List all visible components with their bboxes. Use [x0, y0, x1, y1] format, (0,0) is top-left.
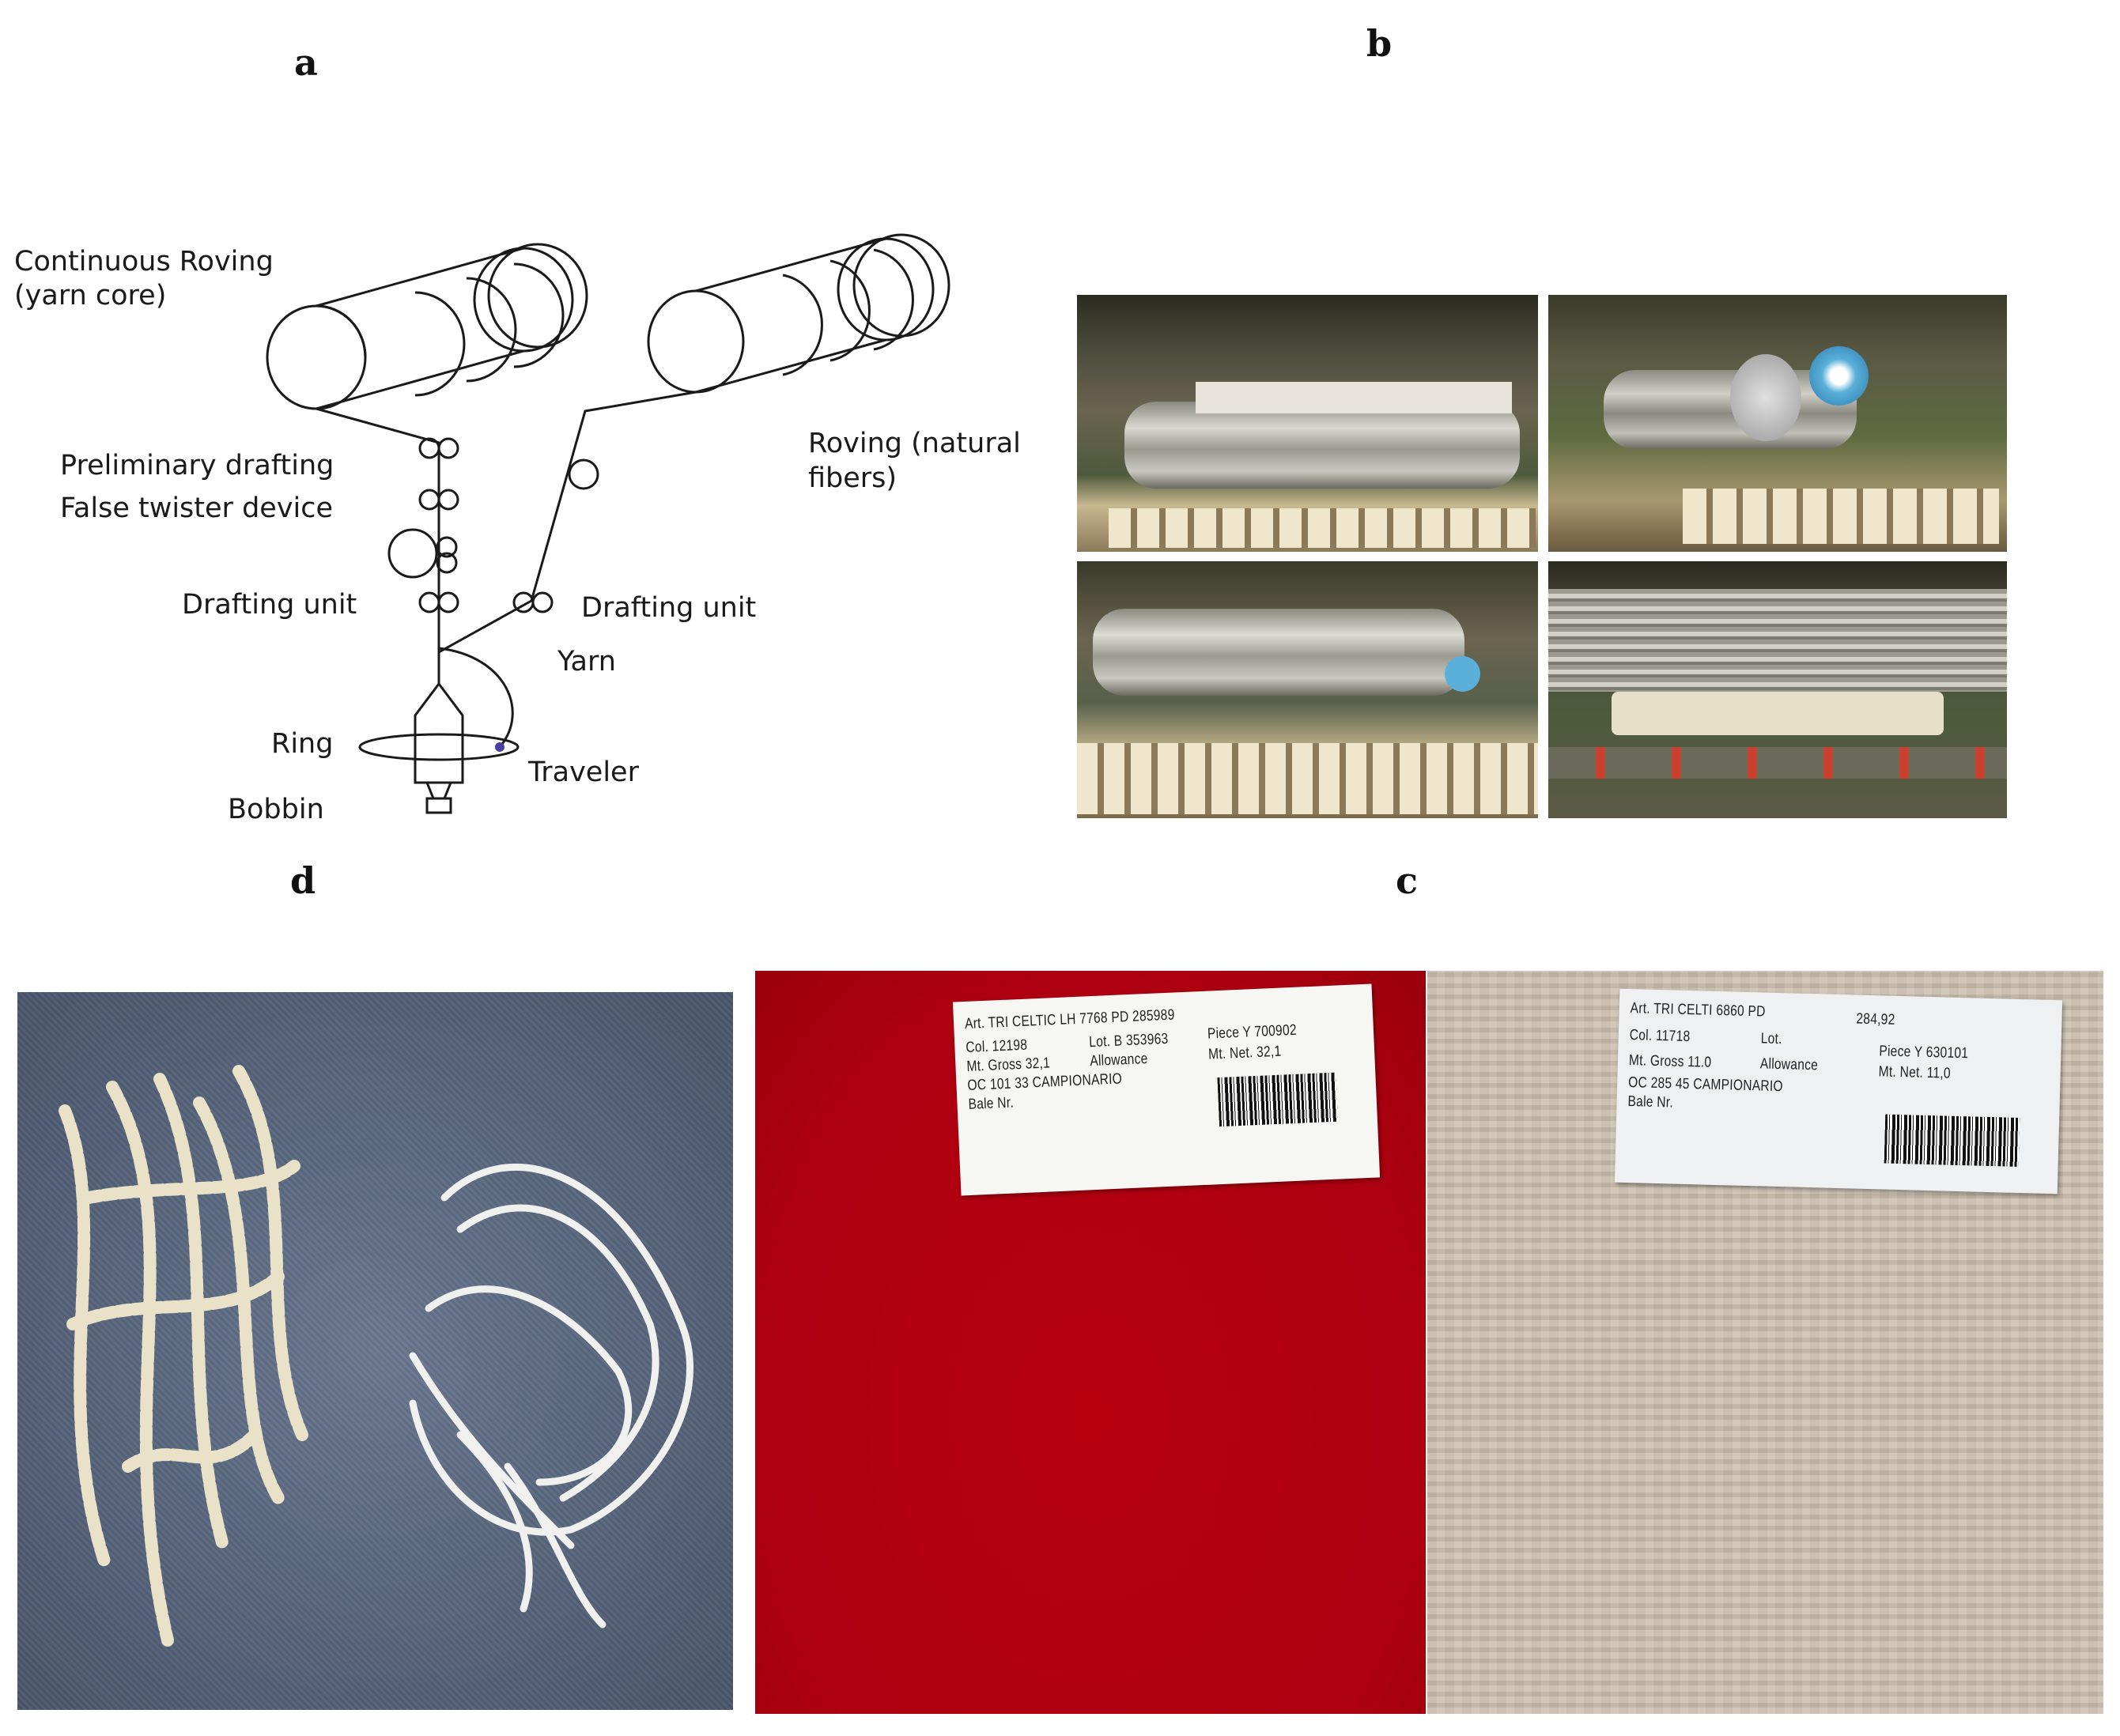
red-fabric-label: Art. TRI CELTIC LH 7768 PD 285989 Col. 1…	[952, 983, 1381, 1196]
label-yarn: Yarn	[557, 646, 616, 677]
beige-fabric-label: Art. TRI CELTI 6860 PD 284,92 Col. 11718…	[1614, 988, 2063, 1194]
machine-photo-2	[1548, 295, 2007, 552]
label-roving-natural-2: fibers)	[808, 462, 897, 494]
red-label-article: Art. TRI CELTIC LH 7768 PD 285989	[964, 1006, 1175, 1033]
panel-letter-b: b	[1366, 22, 1393, 65]
continuous-roving-cylinder	[266, 243, 588, 410]
machine-photo-4	[1548, 561, 2007, 818]
natural-roving-cylinder	[647, 233, 950, 394]
beige-label-piece: Piece Y 630101	[1879, 1043, 1969, 1062]
red-label-piece: Piece Y 700902	[1207, 1021, 1298, 1043]
panel-letter-c: c	[1396, 859, 1419, 902]
red-label-bale: Bale Nr.	[968, 1094, 1015, 1113]
red-label-net: Mt. Net. 32,1	[1207, 1043, 1282, 1063]
beige-label-net: Mt. Net. 11,0	[1878, 1063, 1952, 1082]
beige-fabric-photo: Art. TRI CELTI 6860 PD 284,92 Col. 11718…	[1427, 971, 2103, 1714]
panel-letter-d: d	[290, 859, 316, 902]
beige-label-oc: OC 285 45 CAMPIONARIO	[1627, 1074, 1784, 1096]
red-label-lot: Lot. B 353963	[1088, 1030, 1169, 1051]
label-traveler: Traveler	[527, 757, 640, 788]
panel-letter-a: a	[294, 41, 318, 84]
beige-label-lot: Lot.	[1760, 1030, 1782, 1048]
machine-photo-1	[1077, 295, 1538, 552]
label-false-twister: False twister device	[60, 492, 333, 524]
core-spinning-diagram: Continuous Roving (yarn core) Preliminar…	[14, 233, 1021, 825]
label-preliminary-drafting: Preliminary drafting	[60, 450, 334, 481]
label-yarn-core: (yarn core)	[14, 280, 166, 311]
machine-photo-3	[1077, 561, 1538, 818]
yarn-samples-photo	[17, 992, 733, 1710]
beige-label-code: 284,92	[1856, 1010, 1895, 1028]
red-label-col: Col. 12198	[965, 1036, 1028, 1056]
beige-label-barcode	[1884, 1114, 2020, 1167]
label-continuous-roving: Continuous Roving	[14, 246, 274, 277]
red-label-barcode	[1217, 1072, 1338, 1127]
red-label-allowance: Allowance	[1089, 1050, 1148, 1070]
label-drafting-unit-left: Drafting unit	[182, 589, 357, 621]
red-fabric-photo: Art. TRI CELTIC LH 7768 PD 285989 Col. 1…	[755, 971, 1426, 1714]
beige-label-gross: Mt. Gross 11.0	[1628, 1052, 1712, 1071]
beige-label-allowance: Allowance	[1759, 1055, 1819, 1074]
beige-label-article: Art. TRI CELTI 6860 PD	[1630, 1000, 1766, 1021]
label-bobbin: Bobbin	[228, 794, 324, 825]
twisted-yarn-bundles	[59, 1065, 693, 1647]
beige-label-col: Col. 11718	[1629, 1027, 1691, 1046]
label-ring: Ring	[271, 728, 333, 760]
label-roving-natural-1: Roving (natural	[808, 428, 1021, 459]
red-label-gross: Mt. Gross 32,1	[966, 1055, 1051, 1075]
beige-label-bale: Bale Nr.	[1627, 1093, 1674, 1111]
label-drafting-unit-right: Drafting unit	[581, 592, 756, 624]
